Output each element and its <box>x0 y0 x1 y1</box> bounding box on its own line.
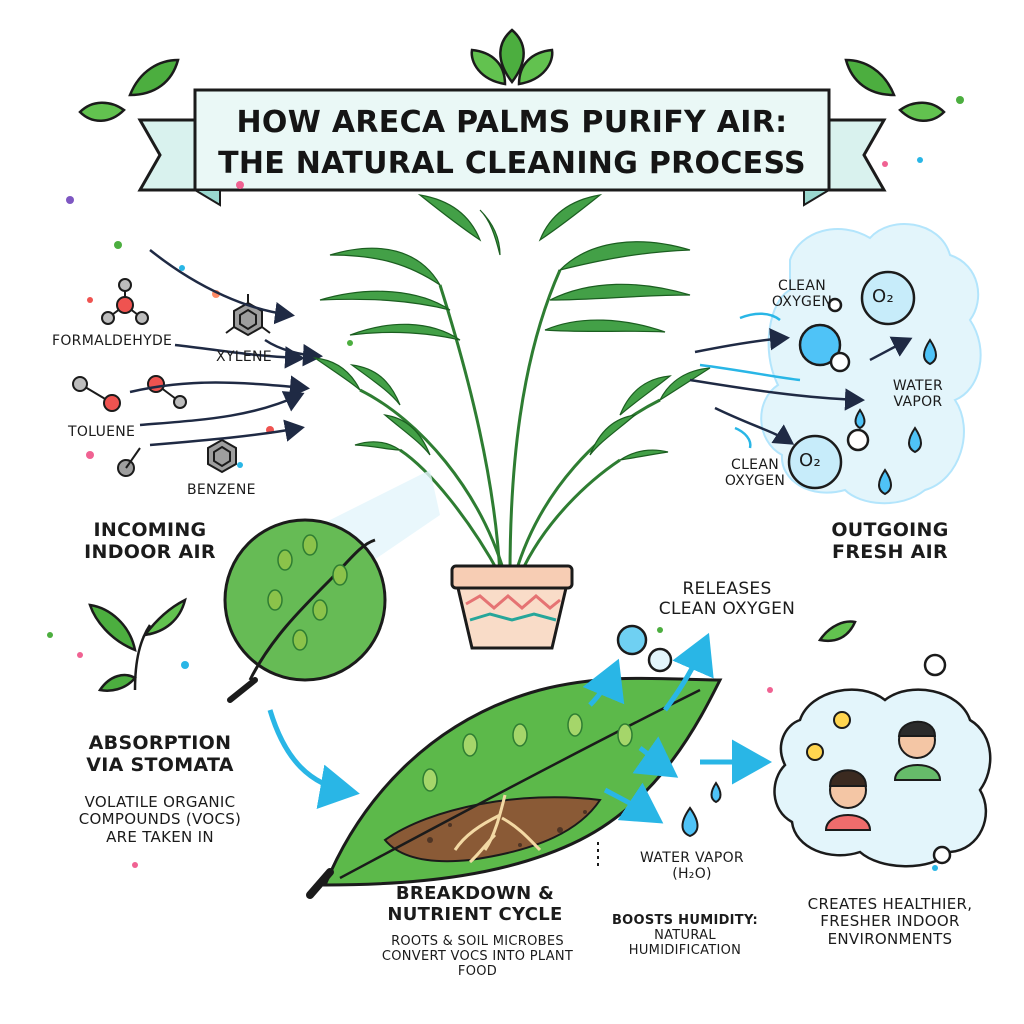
o2-symbol-bottom: O₂ <box>799 450 821 471</box>
absorption-description: VOLATILE ORGANIC COMPOUNDS (VOCs) ARE TA… <box>55 793 265 846</box>
absorption-arrow <box>267 709 360 809</box>
humidity-line-3: HUMIDIFICATION <box>628 942 742 958</box>
formaldehyde-molecule <box>101 278 149 325</box>
releases-oxygen-label: RELEASES CLEAN OXYGEN <box>632 579 822 619</box>
breakdown-leaf <box>306 676 723 899</box>
water-vapor-cloud-line-2: VAPOR <box>893 394 943 411</box>
healthier-environment-label: CREATES HEALTHIER, FRESHER INDOOR ENVIRO… <box>780 895 1000 948</box>
title-line-2: THE NATURAL CLEANING PROCESS <box>218 145 806 181</box>
water-vapor-line-1: WATER VAPOR <box>640 850 744 866</box>
clean-oxygen-top-label: CLEAN OXYGEN <box>762 278 842 310</box>
outgoing-air-heading: OUTGOING FRESH AIR <box>800 519 980 564</box>
humidity-line-1: BOOSTS HUMIDITY: <box>611 913 759 928</box>
absorption-desc-line-3: ARE TAKEN IN <box>106 827 214 846</box>
outgoing-line-2: FRESH AIR <box>832 540 948 563</box>
palm-plant <box>312 194 711 576</box>
breakdown-desc-line-1: ROOTS & SOIL MICROBES <box>391 934 564 949</box>
release-bubbles <box>616 624 673 673</box>
release-arrows <box>582 632 772 824</box>
releases-line-1: RELEASES <box>682 579 772 599</box>
water-vapor-line-2: (H₂O) <box>672 866 712 883</box>
releases-line-2: CLEAN OXYGEN <box>658 598 796 619</box>
clean-oxygen-bottom-line-2: OXYGEN <box>724 473 786 490</box>
people-cloud <box>773 653 992 868</box>
humidity-line-2: NATURAL <box>654 927 716 943</box>
toluene-label: TOLUENE <box>68 424 136 440</box>
outgoing-cloud <box>760 223 982 505</box>
absorption-line-1: ABSORPTION <box>88 732 232 754</box>
absorption-heading: ABSORPTION VIA STOMATA <box>55 732 265 777</box>
outgoing-line-1: OUTGOING <box>831 519 949 541</box>
outgoing-airflow <box>689 312 913 449</box>
healthier-line-1: CREATES HEALTHIER, <box>807 895 973 913</box>
title-banner <box>137 88 887 207</box>
title-leaves <box>78 28 946 122</box>
water-vapor-h2o-label: WATER VAPOR (H₂O) <box>612 850 772 882</box>
xylene-molecule <box>225 294 271 337</box>
clean-oxygen-top-line-1: CLEAN <box>778 278 826 294</box>
grey-atoms <box>117 447 141 477</box>
healthier-line-2: FRESHER INDOOR <box>820 912 960 931</box>
incoming-air-heading: INCOMING INDOOR AIR <box>60 519 240 564</box>
absorption-desc-line-2: COMPOUNDS (VOCs) <box>78 810 242 829</box>
formaldehyde-label: FORMALDEHYDE <box>52 333 173 349</box>
incoming-line-2: INDOOR AIR <box>84 540 216 563</box>
xylene-label: XYLENE <box>216 349 272 365</box>
humidity-label: BOOSTS HUMIDITY: NATURAL HUMIDIFICATION <box>595 913 775 959</box>
plant-pot <box>450 564 574 650</box>
breakdown-line-1: BREAKDOWN & <box>395 883 555 904</box>
clean-oxygen-bottom-line-1: CLEAN <box>731 457 779 473</box>
breakdown-description: ROOTS & SOIL MICROBES CONVERT VOCs INTO … <box>345 934 610 980</box>
page-title: HOW ARECA PALMS PURIFY AIR: THE NATURAL … <box>200 103 824 184</box>
o2-symbol-top: O₂ <box>872 286 894 307</box>
water-vapor-cloud-line-1: WATER <box>892 378 944 394</box>
healthier-line-3: ENVIRONMENTS <box>827 929 953 948</box>
title-line-1: HOW ARECA PALMS PURIFY AIR: <box>236 105 788 140</box>
absorption-desc-line-1: VOLATILE ORGANIC <box>84 793 236 811</box>
breakdown-heading: BREAKDOWN & NUTRIENT CYCLE <box>365 883 585 925</box>
benzene-label: BENZENE <box>187 482 256 498</box>
incoming-airflow <box>129 249 323 447</box>
breakdown-line-2: NUTRIENT CYCLE <box>387 903 563 925</box>
water-vapor-cloud-label: WATER VAPOR <box>878 378 958 410</box>
incoming-line-1: INCOMING <box>93 519 207 541</box>
breakdown-desc-line-3: FOOD <box>457 963 498 979</box>
sprout <box>88 597 857 692</box>
clean-oxygen-top-line-2: OXYGEN <box>771 294 833 311</box>
benzene-molecule <box>207 438 237 474</box>
leaf-magnifier <box>223 470 440 703</box>
clean-oxygen-bottom-label: CLEAN OXYGEN <box>715 457 795 489</box>
absorption-line-2: VIA STOMATA <box>86 753 234 776</box>
water-drops-bottom <box>681 781 722 838</box>
breakdown-desc-line-2: CONVERT VOCs INTO PLANT <box>381 948 574 964</box>
toluene-molecule <box>72 375 187 412</box>
